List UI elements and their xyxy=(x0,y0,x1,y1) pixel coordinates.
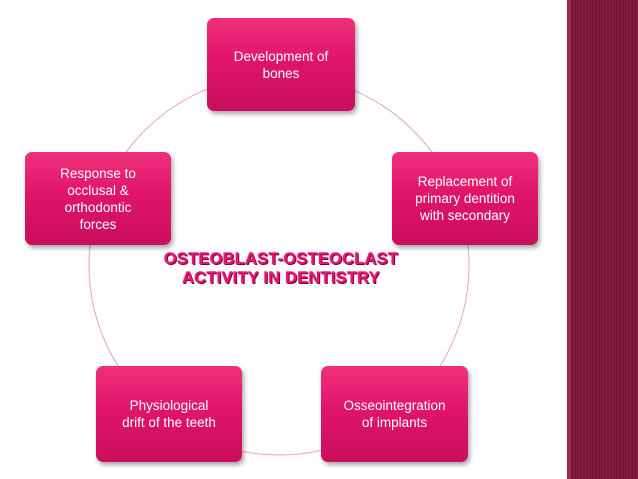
decorative-sidebar xyxy=(567,0,638,479)
sidebar-accent-stripe xyxy=(567,0,571,479)
node-development-of-bones: Development of bones xyxy=(207,18,355,111)
node-replacement-of-primary-dentition: Replacement of primary dentition with se… xyxy=(392,152,538,245)
node-osseointegration-of-implants: Osseointegration of implants xyxy=(321,366,468,462)
node-response-to-forces: Response to occlusal & orthodontic force… xyxy=(25,152,171,245)
node-physiological-drift: Physiological drift of the teeth xyxy=(96,366,242,462)
diagram-title: OSTEOBLAST-OSTEOCLAST ACTIVITY IN DENTIS… xyxy=(163,250,399,287)
